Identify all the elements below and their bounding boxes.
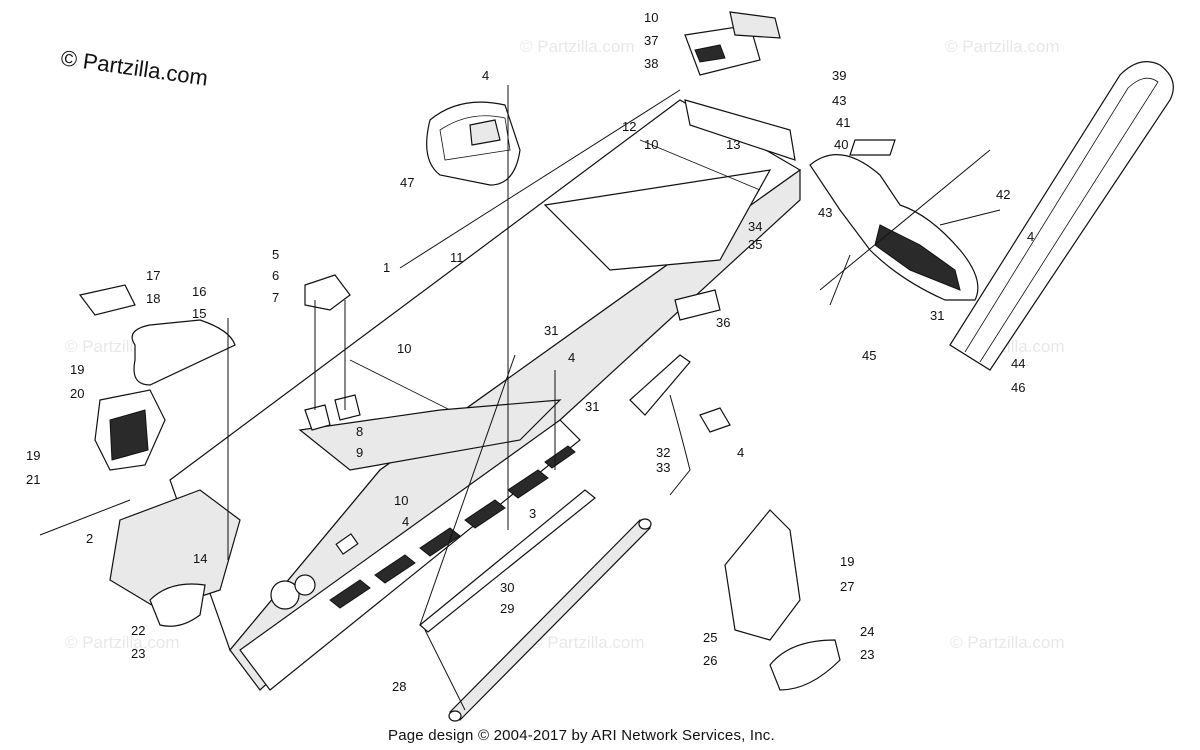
callout-label: 23 <box>131 646 145 661</box>
callout-label: 7 <box>272 290 279 305</box>
callout-label: 10 <box>644 137 658 152</box>
callout-label: 22 <box>131 623 145 638</box>
callout-label: 19 <box>840 554 854 569</box>
rear-bracket <box>684 11 796 161</box>
watermark: © Partzilla.com <box>945 37 1060 56</box>
tread-slots <box>329 445 576 609</box>
callout-label: 47 <box>400 175 414 190</box>
callout-label: 31 <box>544 323 558 338</box>
callout-label: 8 <box>356 424 363 439</box>
callout-label: 41 <box>836 115 850 130</box>
callout-label: 38 <box>644 56 658 71</box>
callout-label: 31 <box>585 399 599 414</box>
callout-label: 26 <box>703 653 717 668</box>
watermark: © Partzilla.com <box>520 37 635 56</box>
callout-label: 9 <box>356 445 363 460</box>
left-brackets <box>78 284 236 471</box>
callout-label: 36 <box>716 315 730 330</box>
watermark: © Partzilla.com <box>65 633 180 652</box>
callout-label: 21 <box>26 472 40 487</box>
callout-label: 45 <box>862 348 876 363</box>
watermark: © Partzilla.com <box>530 633 645 652</box>
callout-label: 10 <box>644 10 658 25</box>
watermark: © Partzilla.com <box>950 633 1065 652</box>
storage-bag <box>426 101 521 186</box>
callout-label: 15 <box>192 306 206 321</box>
callout-labels: 10 37 38 39 4 12 13 43 41 40 10 47 42 43… <box>26 10 1034 694</box>
callout-label: 43 <box>832 93 846 108</box>
running-board <box>239 419 581 691</box>
callout-label: 24 <box>860 624 874 639</box>
callout-label: 33 <box>656 460 670 475</box>
callout-label: 17 <box>146 268 160 283</box>
callout-label: 12 <box>622 119 636 134</box>
callout-label: 14 <box>193 551 207 566</box>
callout-label: 43 <box>818 205 832 220</box>
callout-label: 19 <box>70 362 84 377</box>
callout-label: 39 <box>832 68 846 83</box>
callout-label: 2 <box>86 531 93 546</box>
callout-label: 29 <box>500 601 514 616</box>
callout-label: 5 <box>272 247 279 262</box>
callout-label: 3 <box>529 506 536 521</box>
callout-label: 4 <box>482 68 489 83</box>
callout-label: 37 <box>644 33 658 48</box>
mount-brackets <box>304 274 361 431</box>
snowflap <box>809 139 979 306</box>
callout-label: 30 <box>500 580 514 595</box>
slide-rail <box>419 489 652 722</box>
callout-label: 23 <box>860 647 874 662</box>
callout-label: 1 <box>383 260 390 275</box>
callout-label: 46 <box>1011 380 1025 395</box>
callout-label: 20 <box>70 386 84 401</box>
callout-label: 44 <box>1011 356 1025 371</box>
leader-lines <box>39 85 1001 711</box>
callout-label: 40 <box>834 137 848 152</box>
lower-parts <box>149 509 841 691</box>
callout-label: 42 <box>996 187 1010 202</box>
callout-label: 6 <box>272 268 279 283</box>
rear-bumper <box>949 61 1174 371</box>
callout-label: 16 <box>192 284 206 299</box>
callout-label: 27 <box>840 579 854 594</box>
callout-label: 28 <box>392 679 406 694</box>
callout-label: 32 <box>656 445 670 460</box>
footer-credit: Page design © 2004-2017 by ARI Network S… <box>388 727 775 744</box>
callout-label: 31 <box>930 308 944 323</box>
callout-label: 18 <box>146 291 160 306</box>
callout-label: 4 <box>402 514 409 529</box>
callout-label: 13 <box>726 137 740 152</box>
callout-label: 4 <box>568 350 575 365</box>
callout-label: 11 <box>450 250 464 265</box>
callout-label: 10 <box>394 493 408 508</box>
callout-label: 34 <box>748 219 762 234</box>
callout-label: 10 <box>397 341 411 356</box>
callout-label: 4 <box>737 445 744 460</box>
copyright-text: © Partzilla.com <box>59 45 209 90</box>
callout-label: 4 <box>1027 229 1034 244</box>
hook-assembly <box>629 289 731 496</box>
callout-label: 25 <box>703 630 717 645</box>
callout-label: 19 <box>26 448 40 463</box>
callout-label: 35 <box>748 237 762 252</box>
